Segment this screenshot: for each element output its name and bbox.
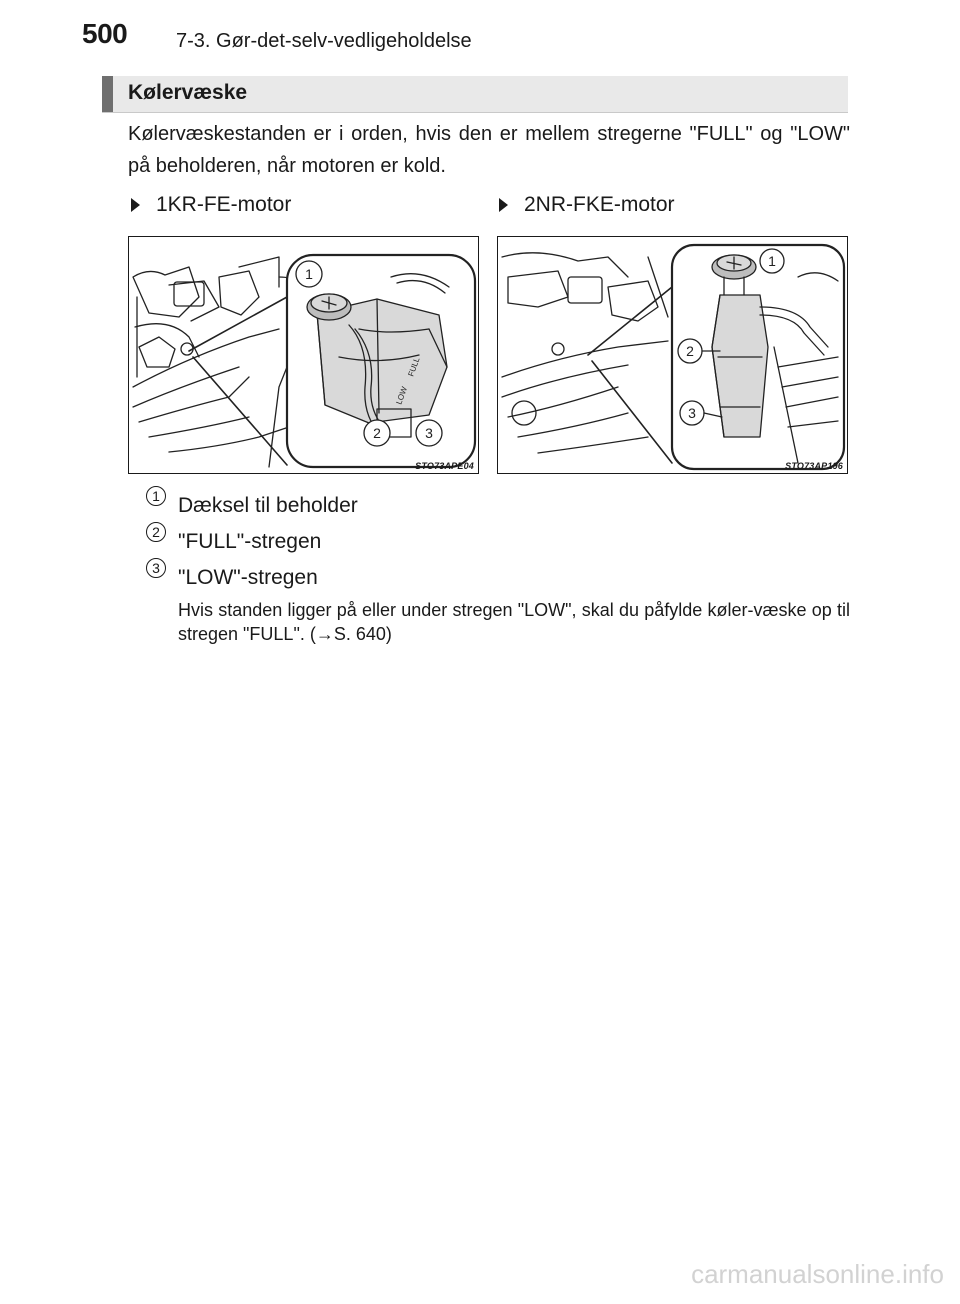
watermark: carmanualsonline.info: [691, 1259, 944, 1289]
section-heading: Kølervæske: [128, 81, 248, 104]
number-badge: 2: [146, 522, 166, 542]
figure-code: STO73APE04: [415, 461, 474, 471]
legend-item: 3 "LOW"-stregen: [146, 558, 318, 590]
engine-label-text: 2NR-FKE-motor: [524, 193, 675, 216]
intro-paragraph: Kølervæskestanden er i orden, hvis den e…: [128, 123, 850, 177]
triangle-bullet-icon: [131, 198, 140, 212]
heading-accent: [102, 76, 113, 112]
refill-note: Hvis standen ligger på eller under streg…: [178, 598, 850, 646]
callout-2: 2: [686, 343, 694, 359]
engine-illustration-1kr: FULL LOW 1 2 3 STO73APE04: [128, 236, 479, 474]
engine-label-2nr: 2NR-FKE-motor: [499, 193, 675, 217]
section-path: 7-3. Gør-det-selv-vedligeholdelse: [176, 30, 472, 52]
engine-illustration-2nr: 1 2 3 STO73AP196: [497, 236, 848, 474]
section-heading-bar: Kølervæske: [102, 76, 848, 113]
callout-3: 3: [688, 405, 696, 421]
number-badge: 1: [146, 486, 166, 506]
page-reference-link[interactable]: S. 640: [333, 624, 386, 644]
triangle-bullet-icon: [499, 198, 508, 212]
engine-label-1kr: 1KR-FE-motor: [131, 193, 291, 217]
callout-1: 1: [768, 253, 776, 269]
coolant-reservoir-illustration: 1 2 3: [501, 243, 846, 471]
figure-code: STO73AP196: [785, 461, 843, 471]
callout-3: 3: [425, 425, 433, 441]
legend-text: "LOW"-stregen: [178, 566, 318, 589]
legend-item: 1 Dæksel til beholder: [146, 486, 358, 518]
legend-text: "FULL"-stregen: [178, 530, 322, 553]
legend-text: Dæksel til beholder: [178, 494, 358, 517]
page-number: 500: [82, 18, 128, 49]
note-text: Hvis standen ligger på eller under streg…: [178, 600, 850, 644]
coolant-reservoir-illustration: FULL LOW 1 2 3: [132, 253, 477, 469]
arrow-icon: →: [315, 624, 334, 644]
engine-label-text: 1KR-FE-motor: [156, 193, 292, 216]
callout-2: 2: [373, 425, 381, 441]
note-text-end: ): [385, 624, 392, 644]
callout-1: 1: [305, 266, 313, 282]
legend-item: 2 "FULL"-stregen: [146, 522, 322, 554]
number-badge: 3: [146, 558, 166, 578]
